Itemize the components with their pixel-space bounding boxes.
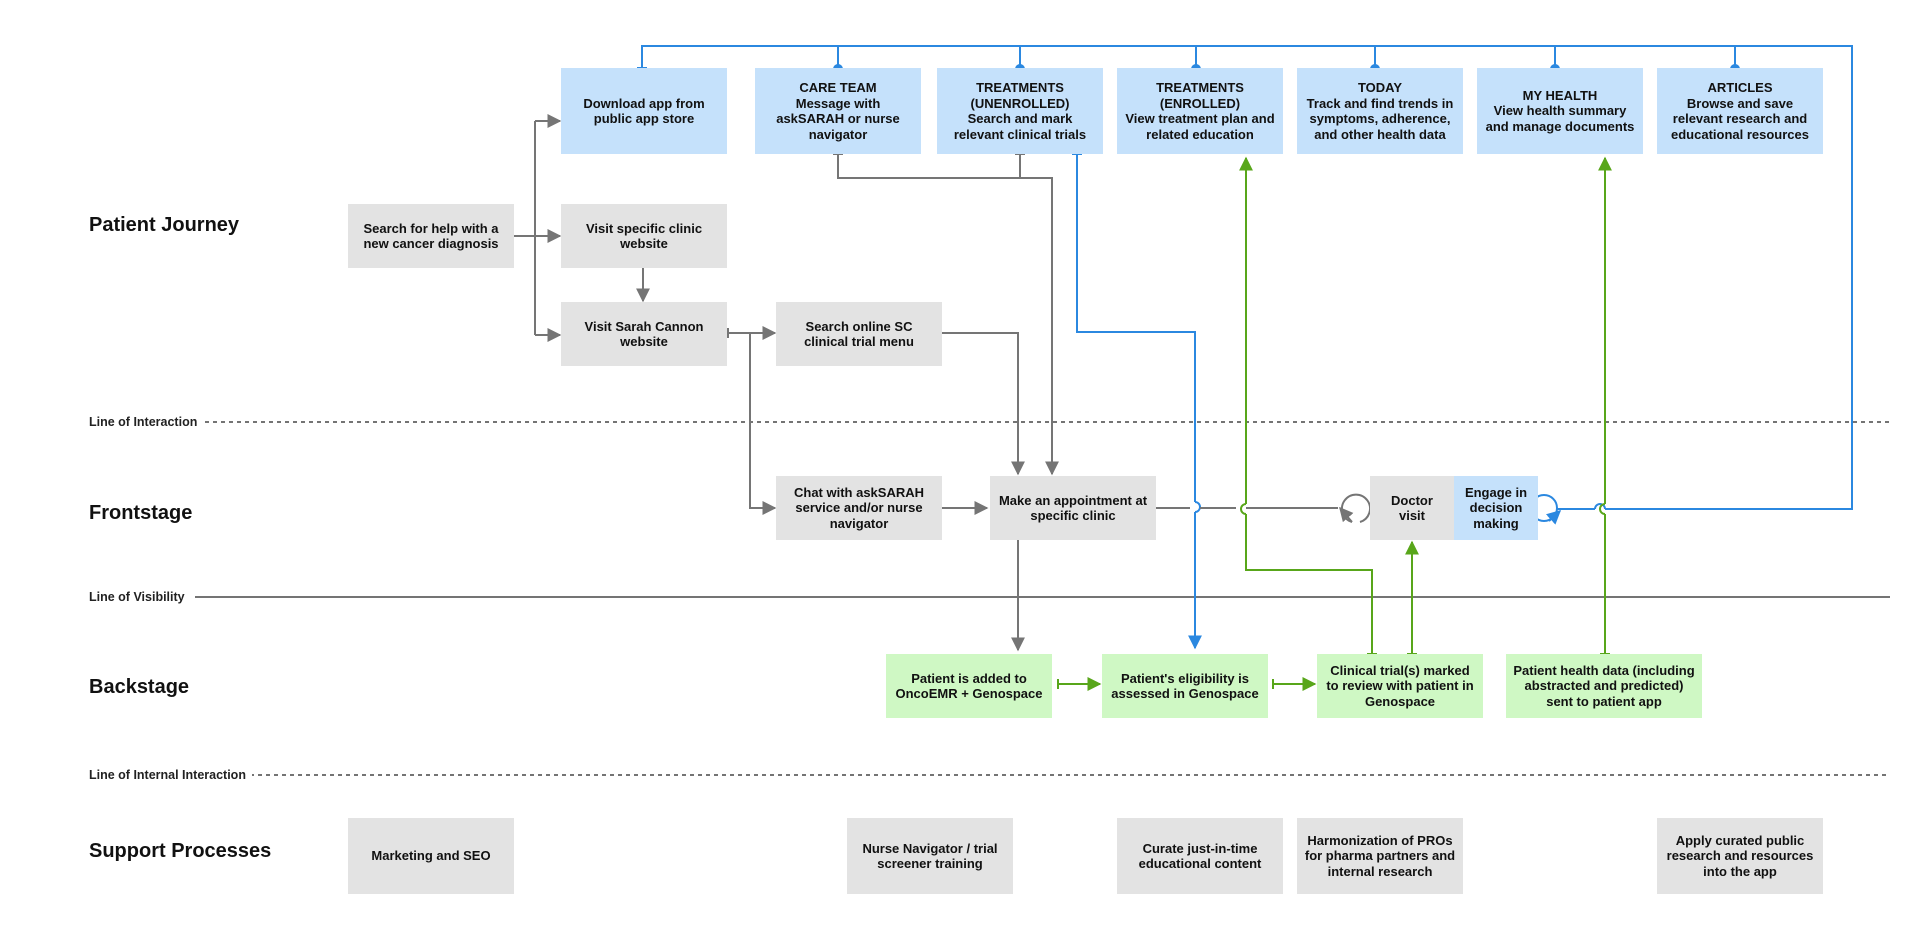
my-health-title: MY HEALTH (1522, 87, 1598, 103)
health-data-sent-box: Patient health data (including abstracte… (1506, 654, 1702, 718)
trial-marked-box: Clinical trial(s) marked to review with … (1317, 654, 1483, 718)
app-screen-care-team: CARE TEAM Message with askSARAH or nurse… (755, 68, 921, 154)
gray-patient-flow (512, 114, 1371, 652)
eligibility-assessed-box: Patient's eligibility is assessed in Gen… (1102, 654, 1268, 718)
green-data-flow (1057, 156, 1612, 691)
search-help-box: Search for help with a new cancer diagno… (348, 204, 514, 268)
engage-decision-box: Engage in decision making (1454, 476, 1538, 540)
articles-title: ARTICLES (1707, 80, 1773, 95)
treatments-enrolled-title: TREATMENTS (ENROLLED) (1156, 80, 1244, 111)
care-team-title: CARE TEAM (799, 80, 877, 95)
nurse-training-box: Nurse Navigator / trial screener trainin… (847, 818, 1013, 894)
visit-clinic-website-box: Visit specific clinic website (561, 204, 727, 268)
my-health-desc: View health summary and manage documents (1485, 103, 1635, 134)
app-screen-articles: ARTICLES Browse and save relevant resear… (1657, 68, 1823, 154)
today-desc: Track and find trends in symptoms, adher… (1306, 95, 1454, 142)
app-screen-treatments-enrolled: TREATMENTS (ENROLLED) View treatment pla… (1117, 68, 1283, 154)
line-of-interaction-label: Line of Interaction (89, 415, 204, 429)
care-team-desc: Message with askSARAH or nurse navigator (776, 95, 900, 142)
visit-sarah-cannon-box: Visit Sarah Cannon website (561, 302, 727, 366)
marketing-seo-box: Marketing and SEO (348, 818, 514, 894)
lane-title-frontstage: Frontstage (89, 502, 193, 524)
lane-title-patient-journey: Patient Journey (89, 214, 240, 236)
lane-title-backstage: Backstage (89, 676, 190, 698)
doctor-visit-box: Doctor visit (1370, 476, 1454, 540)
download-app-box: Download app from public app store (561, 68, 727, 154)
treatments-unenrolled-desc: Search and mark relevant clinical trials (953, 111, 1087, 142)
app-screen-my-health: MY HEALTH View health summary and manage… (1477, 68, 1643, 154)
lane-title-support-processes: Support Processes (89, 840, 272, 862)
harmonization-pros-box: Harmonization of PROs for pharma partner… (1297, 818, 1463, 894)
line-of-internal-interaction-label: Line of Internal Interaction (89, 768, 252, 782)
treatments-unenrolled-title: TREATMENTS (UNENROLLED) (970, 80, 1070, 111)
treatments-enrolled-desc: View treatment plan and related educatio… (1125, 111, 1275, 142)
curate-content-box: Curate just-in-time educational content (1117, 818, 1283, 894)
line-of-visibility-label: Line of Visibility (89, 590, 191, 604)
make-appointment-box: Make an appointment at specific clinic (990, 476, 1156, 540)
app-screen-today: TODAY Track and find trends in symptoms,… (1297, 68, 1463, 154)
search-trial-menu-box: Search online SC clinical trial menu (776, 302, 942, 366)
chat-asksarah-box: Chat with askSARAH service and/or nurse … (776, 476, 942, 540)
apply-research-box: Apply curated public research and resour… (1657, 818, 1823, 894)
today-title: TODAY (1357, 80, 1403, 95)
app-screen-treatments-unenrolled: TREATMENTS (UNENROLLED) Search and mark … (937, 68, 1103, 154)
oncoemr-added-box: Patient is added to OncoEMR + Genospace (886, 654, 1052, 718)
articles-desc: Browse and save relevant research and ed… (1671, 95, 1809, 142)
